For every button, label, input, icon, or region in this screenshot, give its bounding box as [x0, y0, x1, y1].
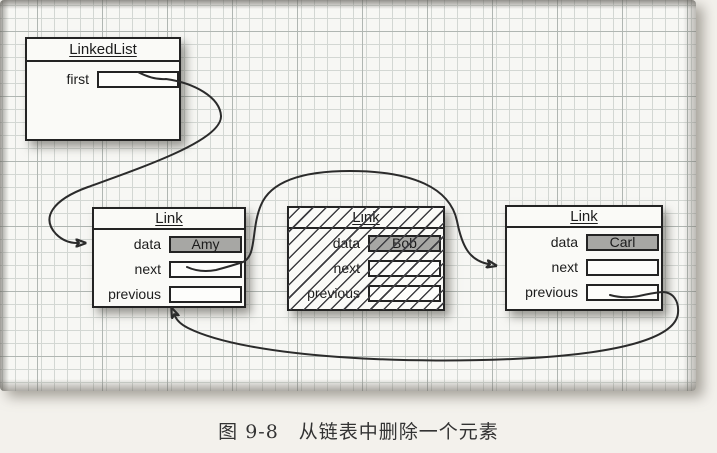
pointer-slot-amy-previous: [169, 286, 242, 303]
pointer-slot-first: [97, 71, 179, 88]
pointer-slot-bob-previous: [368, 285, 441, 302]
link-amy-title: Link: [94, 209, 244, 230]
field-label-next: next: [134, 261, 161, 277]
field-label-previous: previous: [307, 285, 360, 301]
linkedlist-body: first: [27, 62, 179, 88]
field-row-data: data Bob: [289, 235, 443, 252]
link-bob-title: Link: [289, 208, 443, 229]
linkedlist-title-text: LinkedList: [69, 41, 137, 58]
link-carl-title-text: Link: [570, 208, 598, 225]
field-label-previous: previous: [108, 286, 161, 302]
field-label-first: first: [66, 71, 89, 87]
pointer-slot-carl-previous: [586, 284, 659, 301]
field-label-data: data: [550, 234, 578, 250]
linkedlist-box: LinkedList first: [25, 37, 181, 141]
field-row-data: data Amy: [94, 236, 244, 253]
link-amy-title-text: Link: [155, 210, 183, 227]
field-row-next: next: [289, 260, 443, 277]
link-carl-title: Link: [507, 207, 661, 228]
field-row-next: next: [507, 259, 661, 276]
field-label-data: data: [332, 235, 360, 251]
link-node-carl: Link data Carl next previous: [505, 205, 663, 311]
field-label-next: next: [333, 260, 360, 276]
field-label-next: next: [551, 259, 578, 275]
link-bob-title-text: Link: [352, 209, 380, 226]
pointer-slot-amy-next: [169, 261, 242, 278]
link-amy-body: data Amy next previous: [94, 230, 244, 303]
field-label-data: data: [133, 236, 161, 252]
field-row-previous: previous: [94, 286, 244, 303]
pointer-slot-carl-next: [586, 259, 659, 276]
field-row-next: next: [94, 261, 244, 278]
field-row-first: first: [27, 71, 179, 88]
link-node-amy: Link data Amy next previous: [92, 207, 246, 308]
grid-paper-panel: LinkedList first Link data Amy next: [0, 0, 696, 391]
data-slot-bob: Bob: [368, 235, 441, 252]
link-bob-body: data Bob next previous: [289, 229, 443, 302]
field-label-previous: previous: [525, 284, 578, 300]
link-node-bob-deleted: Link data Bob next previous: [287, 206, 445, 311]
data-slot-carl: Carl: [586, 234, 659, 251]
field-row-previous: previous: [507, 284, 661, 301]
linkedlist-title: LinkedList: [27, 39, 179, 62]
figure-caption: 图 9-8 从链表中删除一个元素: [218, 421, 499, 443]
field-row-data: data Carl: [507, 234, 661, 251]
field-row-previous: previous: [289, 285, 443, 302]
link-carl-body: data Carl next previous: [507, 228, 661, 301]
pointer-slot-bob-next: [368, 260, 441, 277]
data-slot-amy: Amy: [169, 236, 242, 253]
